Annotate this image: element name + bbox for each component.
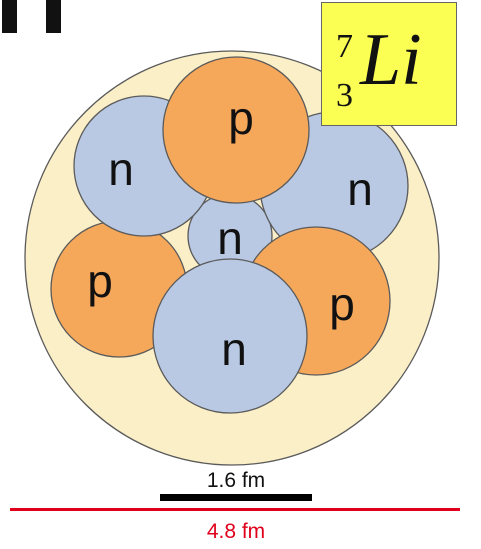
nucleon-label-left: p xyxy=(87,255,113,307)
cropped-heading-stroke-right xyxy=(46,0,61,33)
proton-top xyxy=(162,56,310,204)
neutron-bottom xyxy=(152,258,308,414)
atomic-number: 3 xyxy=(336,77,353,114)
nucleon-label-right-bottom: p xyxy=(329,278,355,330)
nucleon-scale-label: 1.6 fm xyxy=(207,469,265,492)
nucleus-scale-bar xyxy=(10,508,460,511)
isotope-symbol-box: 7 3 Li xyxy=(321,2,457,126)
nucleus-scale-label: 4.8 fm xyxy=(207,520,265,543)
nucleon-label-bottom: n xyxy=(221,323,247,375)
mass-number: 7 xyxy=(336,28,353,65)
cropped-heading-stroke-left xyxy=(2,0,17,33)
nucleon-label-center: n xyxy=(217,212,243,264)
nucleon-label-upper-left: n xyxy=(108,143,134,195)
element-symbol: Li xyxy=(360,19,422,101)
nucleon-scale-bar xyxy=(160,494,312,501)
nucleon-label-right: n xyxy=(347,163,373,215)
nucleon-label-top: p xyxy=(228,92,254,144)
